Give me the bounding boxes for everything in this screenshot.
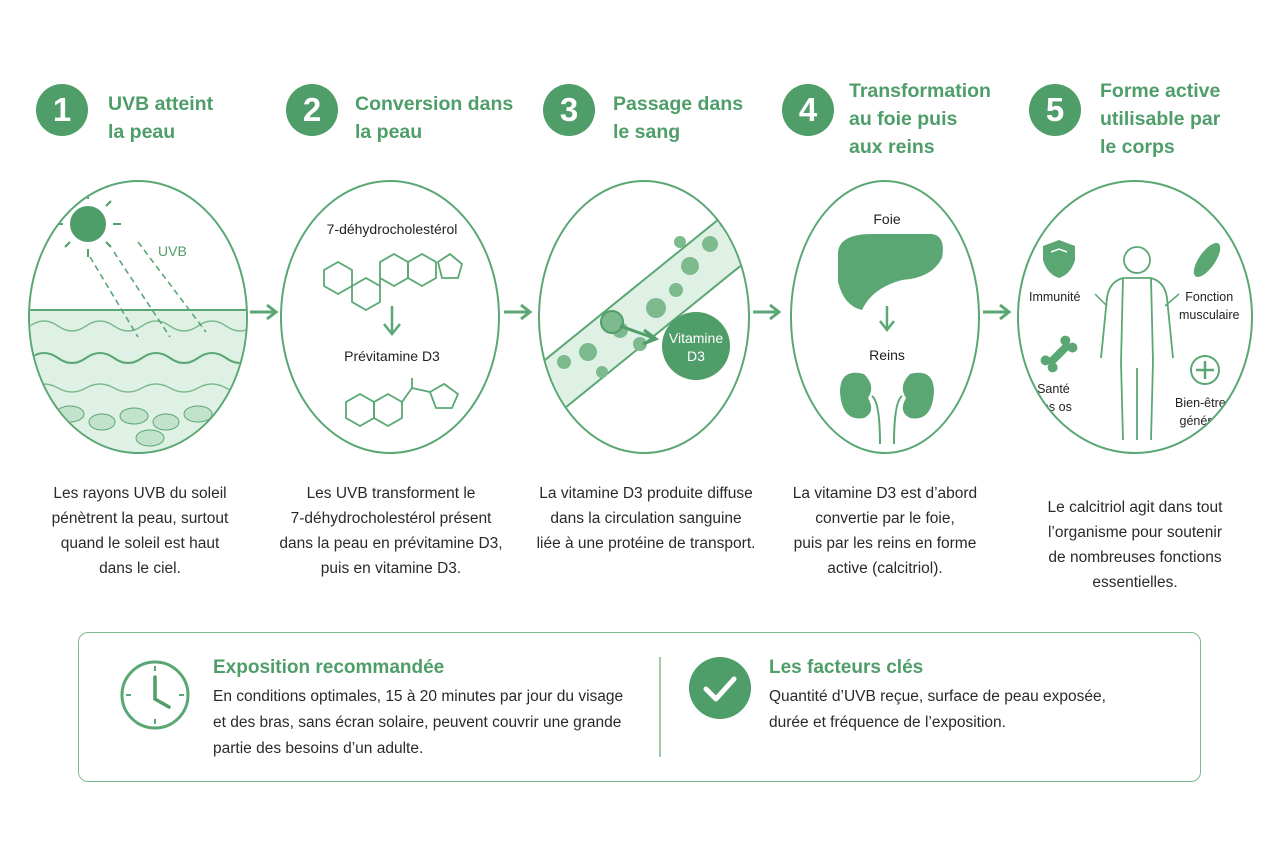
- dehydrocholesterol-label: 7-déhydrocholestérol: [326, 221, 458, 237]
- arrow-4: [983, 303, 1012, 321]
- reins-label: Reins: [869, 347, 905, 363]
- step-2-description: Les UVB transforment le 7-déhydrocholest…: [279, 485, 503, 577]
- human-body-icon: [1100, 246, 1174, 441]
- muscle-icon: [1193, 242, 1221, 278]
- step-5-number: 5: [1029, 84, 1081, 136]
- info-box: Exposition recommandée En conditions opt…: [78, 632, 1201, 782]
- factors-title: Les facteurs clés: [769, 657, 924, 678]
- step-4-title: Transformation au foie puis aux reins: [849, 80, 991, 158]
- exposure-title: Exposition recommandée: [213, 657, 445, 678]
- conversion-illustration: 7-déhydrocholestérol Prévitamine D3: [280, 180, 500, 454]
- vitamin-d3-label: Vitamine D3: [668, 330, 724, 364]
- immunite-label: Immunité: [1029, 290, 1081, 304]
- step-5-title: Forme active utilisable par le corps: [1100, 80, 1221, 158]
- fonction-musculaire-label: Fonction musculaire: [1179, 290, 1240, 322]
- kidneys-icon: [840, 372, 934, 445]
- sun-icon: [55, 191, 121, 257]
- bone-icon: [1040, 335, 1078, 373]
- check-icon: [689, 657, 751, 719]
- step-1-description: Les rayons UVB du soleil pénètrent la pe…: [51, 485, 229, 577]
- plus-icon: [1190, 355, 1220, 385]
- blood-vessel-illustration: Vitamine D3: [538, 180, 750, 454]
- skin-illustration: UVB: [28, 180, 248, 454]
- bien-etre-label: Bien-être général: [1175, 396, 1226, 428]
- blood-vessel-icon: [540, 199, 748, 414]
- factors-text: Quantité d’UVB reçue, surface de peau ex…: [769, 688, 1106, 731]
- arrow-2: [504, 303, 533, 321]
- step-3-title: Passage dans le sang: [613, 93, 744, 143]
- step-1-title: UVB atteint la peau: [108, 93, 214, 143]
- step-5-description: Le calcitriol agit dans tout l’organisme…: [1047, 499, 1223, 591]
- step-4-description: La vitamine D3 est d’abord convertie par…: [792, 485, 978, 577]
- step-3-description: La vitamine D3 produite diffuse dans la …: [536, 485, 756, 552]
- liver-kidneys-illustration: Foie Reins: [790, 180, 980, 454]
- step-2-title: Conversion dans la peau: [355, 93, 514, 143]
- step-4-number: 4: [782, 84, 834, 136]
- arrow-3: [753, 303, 782, 321]
- foie-label: Foie: [873, 211, 901, 227]
- clock-icon: [120, 660, 190, 730]
- step-1-number: 1: [36, 84, 88, 136]
- exposure-text: En conditions optimales, 15 à 20 minutes…: [213, 688, 624, 757]
- liver-icon: [838, 234, 943, 310]
- box-divider: [659, 657, 661, 757]
- body-functions-illustration: Immunité Fonction musculaire Santé des o…: [1017, 180, 1253, 454]
- shield-icon: [1043, 240, 1075, 278]
- step-2-number: 2: [286, 84, 338, 136]
- molecule-icon: [323, 252, 464, 312]
- uvb-label: UVB: [158, 243, 187, 259]
- previtamin-label: Prévitamine D3: [344, 348, 440, 364]
- arrow-1: [250, 303, 279, 321]
- sante-os-label: Santé des os: [1035, 382, 1072, 414]
- step-3-number: 3: [543, 84, 595, 136]
